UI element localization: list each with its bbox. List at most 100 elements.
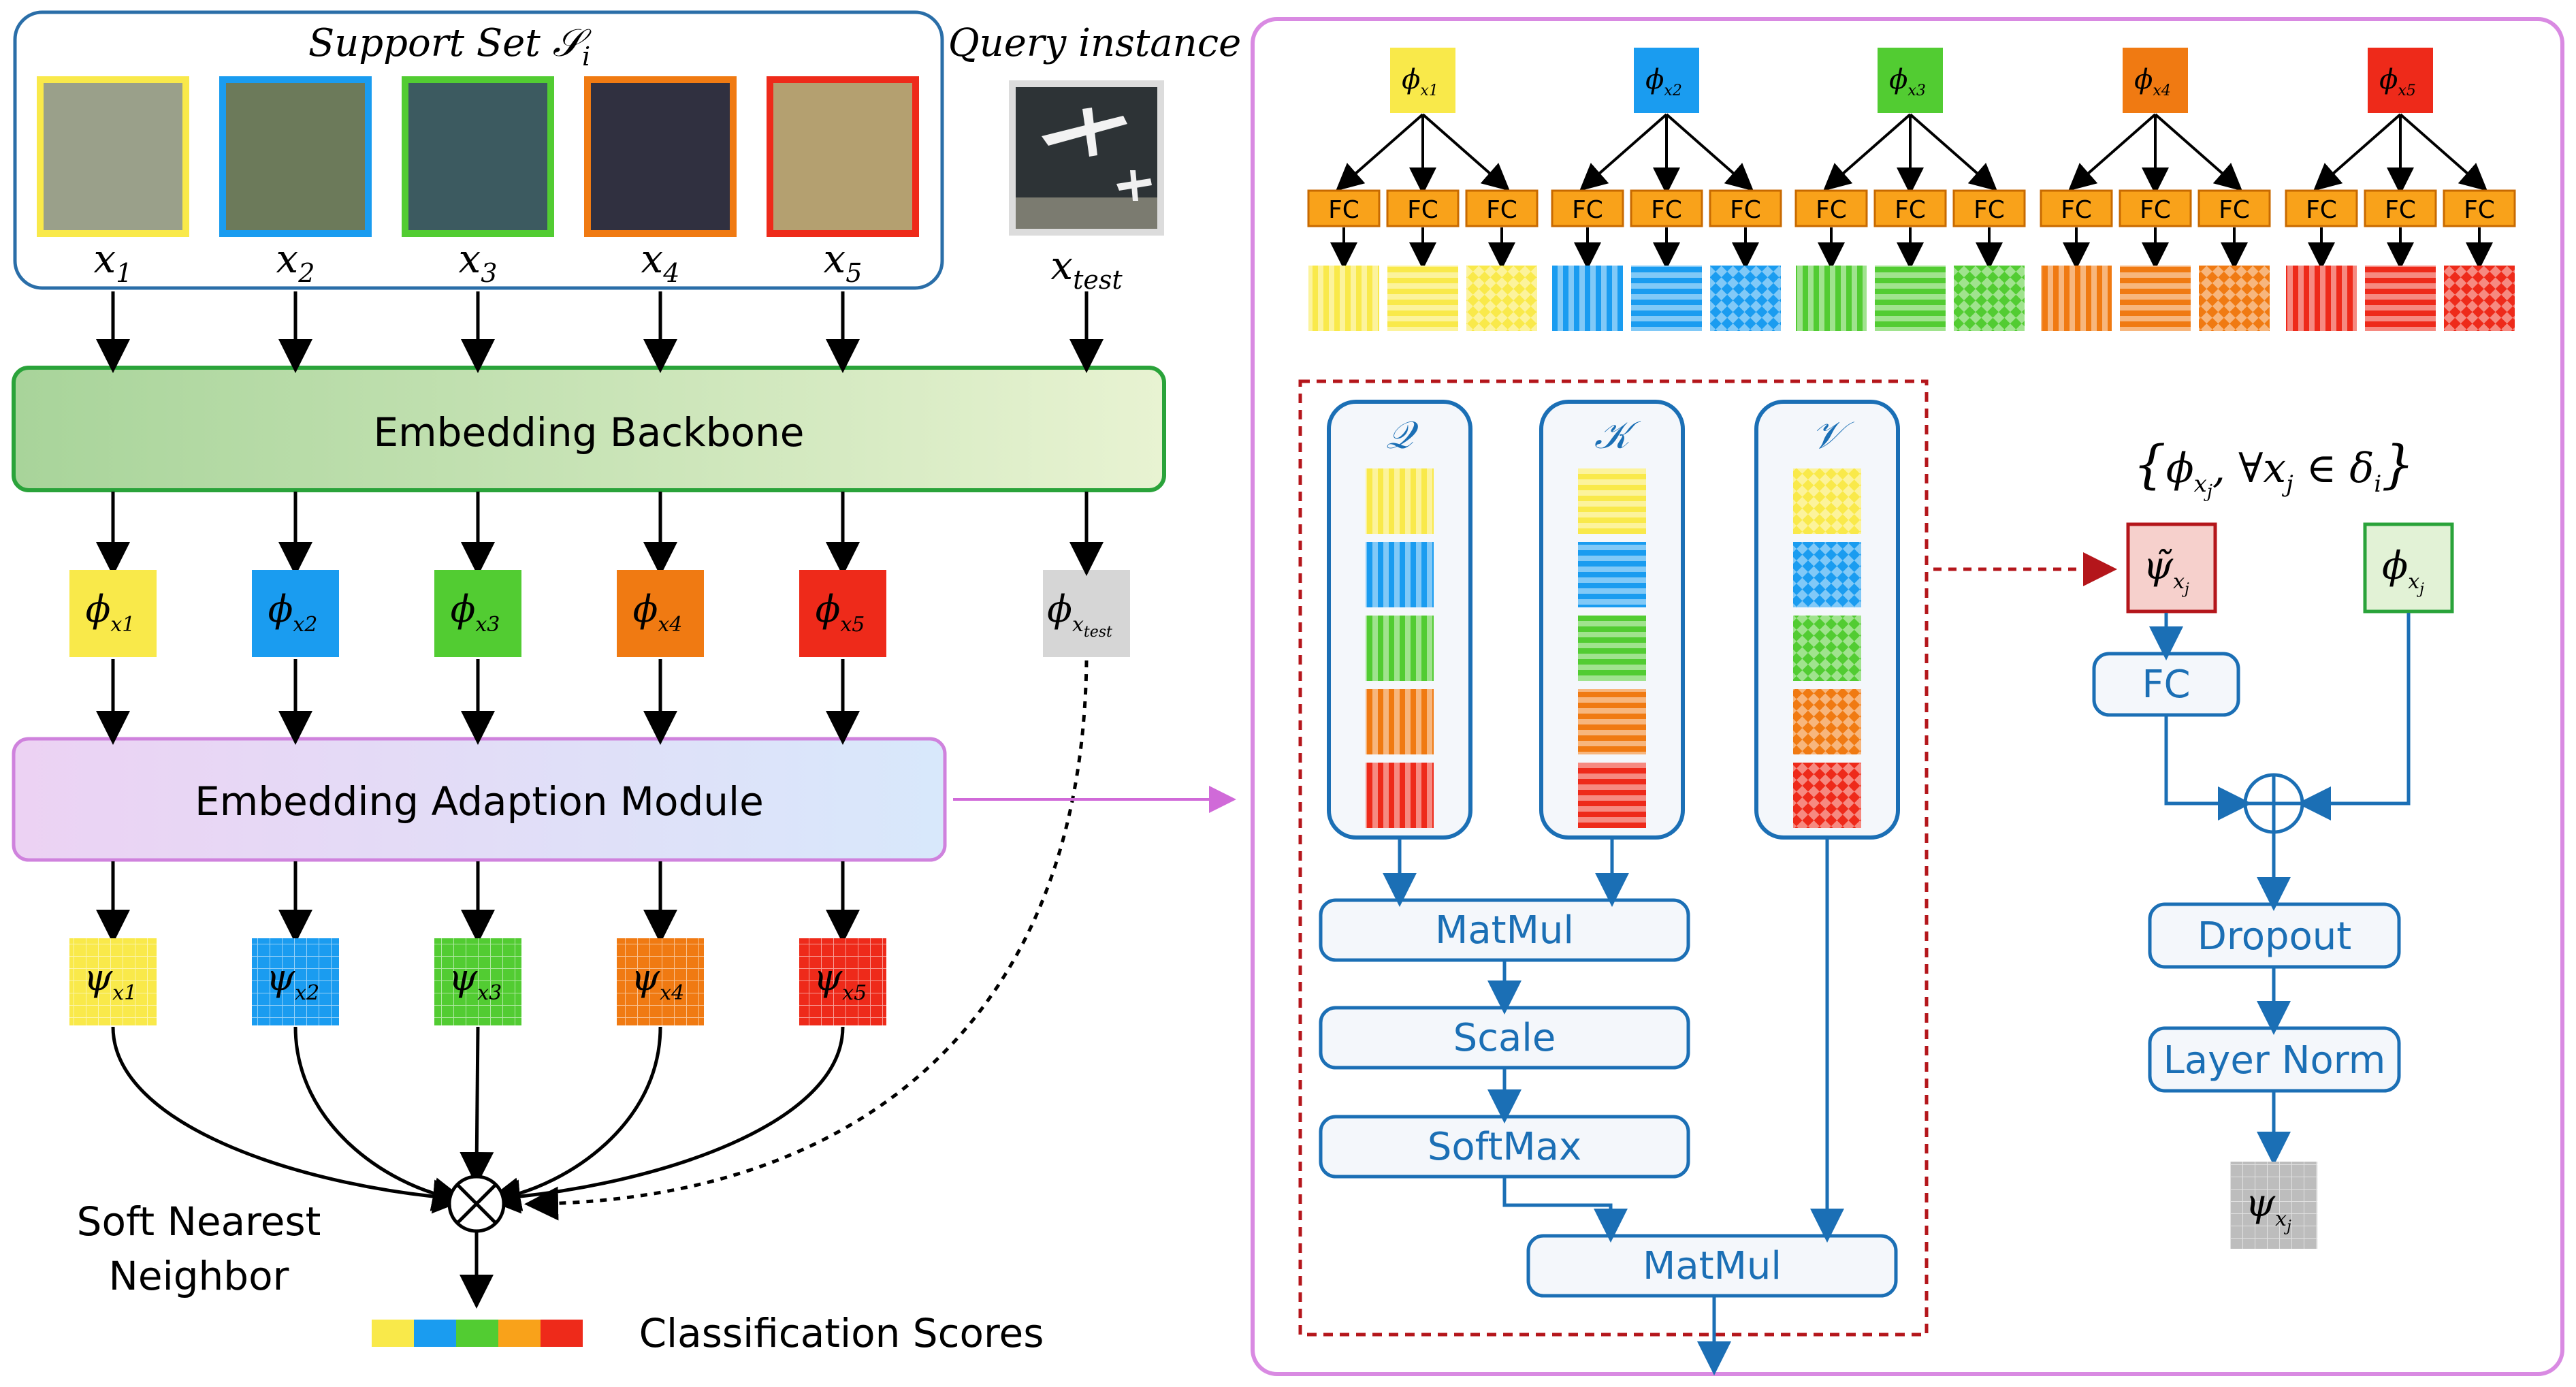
fc-box: [1551, 189, 1624, 227]
fc-box: [1709, 189, 1782, 227]
phi-label: ϕx1: [86, 588, 135, 637]
support-thumbnail-image: [773, 83, 912, 230]
psi-to-snn-curve: [111, 1026, 467, 1214]
qkv-tile-pattern: [1793, 763, 1861, 828]
qkv-tile-pattern: [1578, 616, 1646, 681]
fc-label: FC: [1816, 196, 1847, 224]
softmax-label: SoftMax: [1428, 1125, 1581, 1169]
fc-box: [2285, 189, 2358, 227]
fc-box: [1794, 189, 1868, 227]
embedding-backbone: [12, 366, 1166, 492]
projection-tile-pattern: [1875, 266, 1946, 331]
attention-frame: [1298, 379, 1929, 1337]
fc-box: [2040, 189, 2113, 227]
fc-label: FC: [1651, 196, 1682, 224]
qkv-tile-pattern: [1366, 689, 1434, 754]
fc-box: [2197, 189, 2271, 227]
fc-box: [1630, 189, 1703, 227]
score-segment: [498, 1320, 541, 1347]
phi-square: [799, 570, 886, 657]
fc-label: FC: [1486, 196, 1517, 224]
psi-square-grid: [434, 938, 521, 1025]
psi-to-snn-curve: [486, 1026, 662, 1211]
projection-tile-pattern: [1387, 266, 1458, 331]
projection-tile-pattern: [2041, 266, 2112, 331]
top-fc-arrow: [1421, 113, 1511, 191]
phi-label: ϕx4: [633, 588, 683, 637]
projection-tile-pattern: [1631, 266, 1702, 331]
soft-nearest-neighbor-node: [447, 1175, 506, 1233]
residual-arrows: [2149, 613, 2411, 1166]
phi-test: ϕxtest: [1043, 570, 1130, 657]
phi-square: [69, 570, 157, 657]
qkv-tile-pattern: [1578, 689, 1646, 754]
q-label: 𝒬: [1386, 413, 1419, 458]
scale-label: Scale: [1453, 1016, 1556, 1060]
snn-label-line1: Soft Nearest: [77, 1198, 321, 1245]
qkv-columns: [1327, 400, 1900, 840]
psi-to-snn-curve: [486, 1026, 845, 1214]
qkv-tile-pattern: [1793, 542, 1861, 607]
psi-label: ψx2: [266, 956, 319, 1005]
score-segment: [414, 1320, 456, 1347]
qkv-tile-pattern: [1578, 468, 1646, 534]
attention-arrows: [1383, 839, 1844, 1375]
support-thumbnail-image: [44, 83, 182, 230]
embedding-adaption-label: Embedding Adaption Module: [195, 778, 764, 825]
score-segment: [456, 1320, 498, 1347]
fc-box: [2364, 189, 2437, 227]
phi-label: ϕx5: [816, 588, 865, 637]
phi-xj-box: ϕxj: [2363, 522, 2454, 613]
top-phi-square: [1390, 48, 1455, 113]
snn-label-line2: Neighbor: [109, 1253, 289, 1299]
top-phi-square: [1634, 48, 1699, 113]
top-fc-arrow: [2067, 113, 2157, 191]
fc-label: FC: [2306, 196, 2337, 224]
residual-fc-label: FC: [2142, 663, 2190, 707]
projection-tile-pattern: [2120, 266, 2191, 331]
fc-box: [2443, 189, 2516, 227]
psi-label: ψx4: [631, 956, 684, 1005]
psi-to-snn-curve: [460, 1026, 494, 1186]
qkv-tile-pattern: [1793, 468, 1861, 534]
top-phi-label: ϕx3: [1889, 64, 1926, 99]
psi-square-grid: [69, 938, 157, 1025]
phi-square: [434, 570, 521, 657]
top-fc-arrow: [1579, 113, 1668, 191]
support-item-label: x2: [276, 236, 315, 288]
top-phi-square: [2368, 48, 2433, 113]
fc-label: FC: [1974, 196, 2005, 224]
projection-tile-pattern: [2286, 266, 2357, 331]
matmul1-label: MatMul: [1435, 908, 1574, 953]
support-item-label: x5: [824, 236, 863, 288]
top-phi-label: ϕx4: [2134, 64, 2171, 99]
projection-tile-pattern: [2365, 266, 2436, 331]
psi-label: ψx1: [84, 956, 137, 1005]
fc-box: [1307, 189, 1381, 227]
fc-box: [1465, 189, 1539, 227]
top-phi-label: ϕx2: [1645, 64, 1682, 99]
fc-label: FC: [2061, 196, 2092, 224]
qkv-tile-pattern: [1366, 542, 1434, 607]
qkv-tile-pattern: [1578, 763, 1646, 828]
psi-output-box: ψxj: [2230, 1162, 2317, 1249]
fc-label: FC: [2464, 196, 2495, 224]
svg-text:ϕxj: ϕxj: [2382, 544, 2424, 598]
fc-label: FC: [1407, 196, 1438, 224]
projection-tile-pattern: [1796, 266, 1867, 331]
top-phi-square: [1878, 48, 1943, 113]
top-fc-arrow: [1822, 113, 1912, 191]
projection-tile-pattern: [2444, 266, 2515, 331]
support-item-label: x3: [459, 236, 498, 288]
query-dotted-arrow: [524, 660, 1089, 1221]
top-fc-arrow: [1335, 113, 1424, 191]
phi-label: ϕx3: [451, 588, 500, 637]
fc-box: [1873, 189, 1947, 227]
fc-label: FC: [2219, 196, 2250, 224]
support-thumbnail-image: [226, 83, 365, 230]
support-item-label: x4: [641, 236, 680, 288]
fc-box: [2119, 189, 2192, 227]
fc-box: [1952, 189, 2026, 227]
support-thumbnail-image: [408, 83, 547, 230]
